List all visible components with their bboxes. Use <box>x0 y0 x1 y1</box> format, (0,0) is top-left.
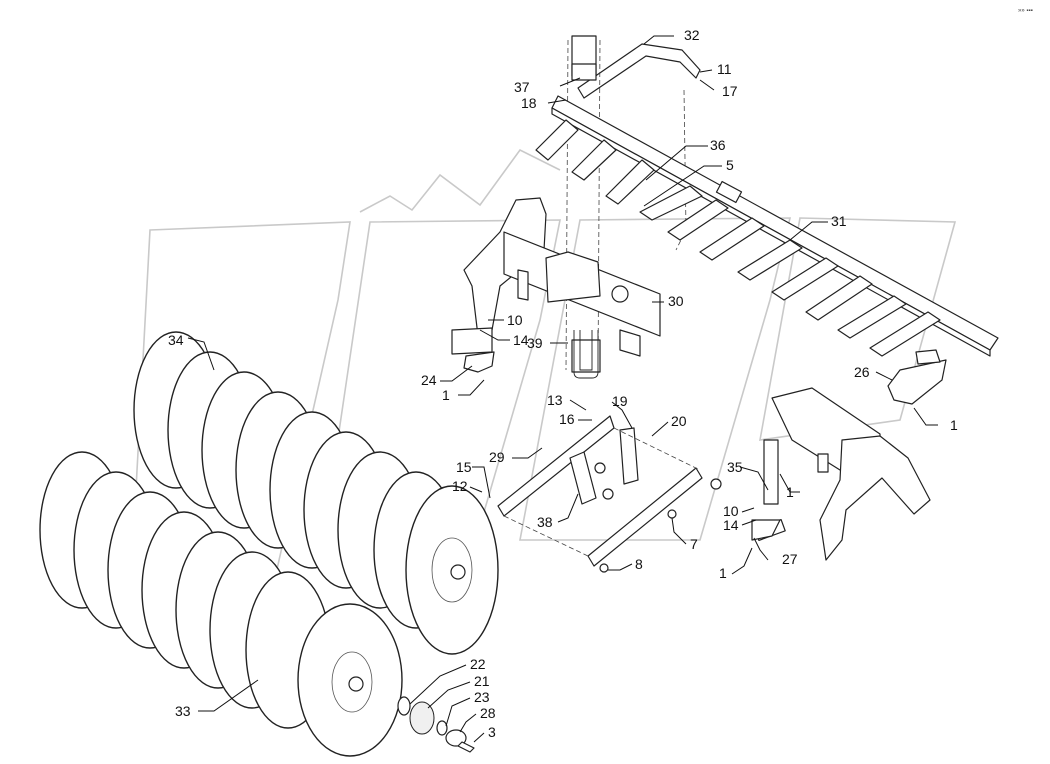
label-38: 38 <box>537 514 553 530</box>
label-30: 30 <box>668 293 684 309</box>
label-23: 23 <box>474 689 490 705</box>
label-16: 16 <box>559 411 575 427</box>
leader-lines <box>187 35 938 743</box>
label-12: 12 <box>452 478 468 494</box>
clamp-plate-27 <box>751 519 781 541</box>
label-20: 20 <box>671 413 687 429</box>
label-7: 7 <box>690 536 698 552</box>
bearing-assembly <box>397 696 475 753</box>
label-14-b: 14 <box>723 517 739 533</box>
shoe-plate-26 <box>887 349 947 405</box>
label-13: 13 <box>547 392 563 408</box>
left-frame-bracket-30 <box>451 197 661 373</box>
disc-roller-33 <box>39 451 403 757</box>
label-39: 39 <box>527 335 543 351</box>
label-34: 34 <box>168 332 184 348</box>
label-1-d: 1 <box>719 565 727 581</box>
label-1-a: 1 <box>442 387 450 403</box>
label-31: 31 <box>831 213 847 229</box>
label-10-a: 10 <box>507 312 523 328</box>
label-1-c: 1 <box>786 484 794 500</box>
label-3: 3 <box>488 724 496 740</box>
label-10-b: 10 <box>723 503 739 519</box>
clamp-plate-24 <box>463 351 495 373</box>
label-21: 21 <box>474 673 490 689</box>
label-24: 24 <box>421 372 437 388</box>
u-bolt-39 <box>573 330 599 379</box>
linkage-arms <box>497 415 722 573</box>
label-8: 8 <box>635 556 643 572</box>
right-frame-bracket <box>754 387 931 561</box>
disc-roller-34 <box>133 331 499 655</box>
corner-mark: »» ▪▪▪ <box>1018 8 1033 14</box>
label-5: 5 <box>726 157 734 173</box>
tine-bar-31 <box>535 95 999 357</box>
label-1-b: 1 <box>950 417 958 433</box>
label-27: 27 <box>782 551 798 567</box>
label-17: 17 <box>722 83 738 99</box>
label-18: 18 <box>521 95 537 111</box>
label-22: 22 <box>470 656 486 672</box>
label-14-a: 14 <box>513 332 529 348</box>
label-28: 28 <box>480 705 496 721</box>
tine-row <box>535 119 941 357</box>
label-37: 37 <box>514 79 530 95</box>
upper-arm-32 <box>565 35 701 371</box>
label-35: 35 <box>727 459 743 475</box>
label-11: 11 <box>717 61 732 77</box>
label-33: 33 <box>175 703 191 719</box>
label-26: 26 <box>854 364 870 380</box>
part-number-labels: 32 37 18 11 17 36 5 31 30 10 14 39 24 1 … <box>168 27 958 740</box>
label-19: 19 <box>612 393 628 409</box>
label-15: 15 <box>456 459 472 475</box>
label-29: 29 <box>489 449 505 465</box>
label-32: 32 <box>684 27 700 43</box>
label-36: 36 <box>710 137 726 153</box>
